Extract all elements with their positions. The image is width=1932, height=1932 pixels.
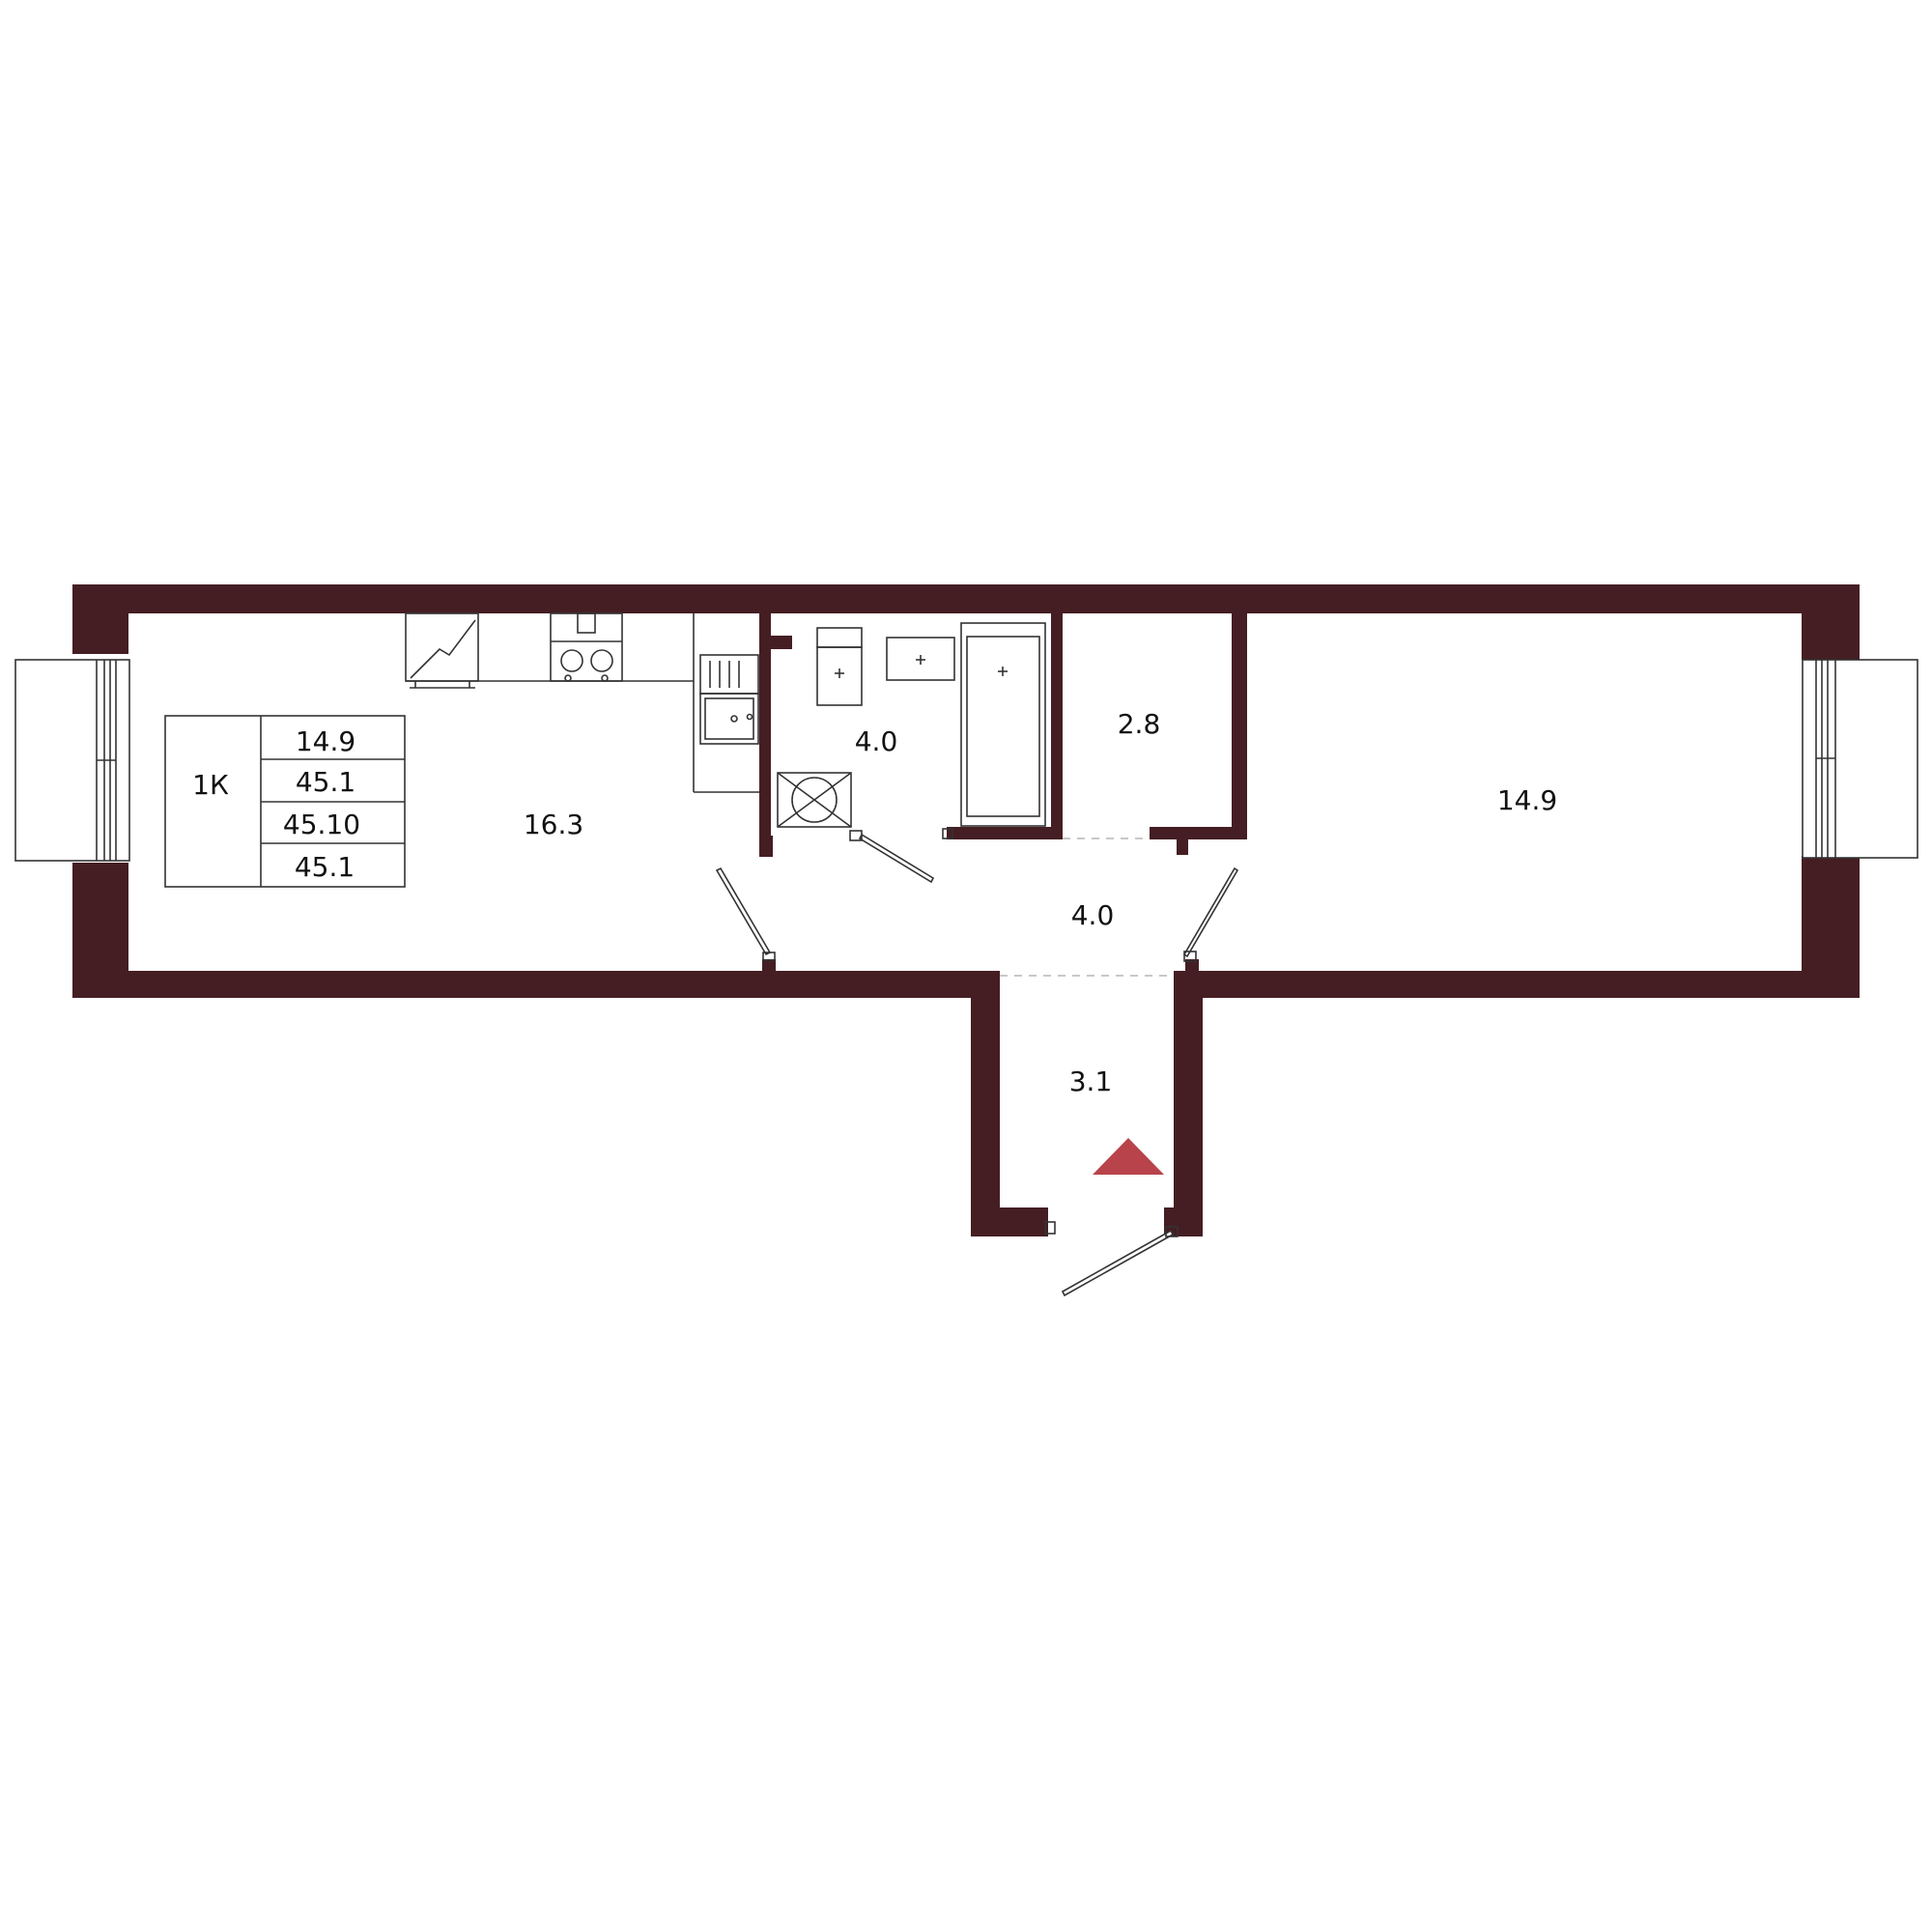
- room-area-hallway: 4.0: [1071, 899, 1115, 931]
- sink: [699, 654, 759, 745]
- summary-value-3: 45.10: [283, 809, 360, 840]
- fridge: [405, 612, 479, 689]
- summary-box: 1К 14.9 45.1 45.10 45.1: [164, 715, 406, 888]
- triangle-up-icon: [1093, 1138, 1164, 1175]
- door-storage-opening: [942, 828, 1150, 839]
- summary-value-4: 45.1: [295, 851, 355, 883]
- door-kitchen[interactable]: [715, 867, 776, 961]
- door-bedroom[interactable]: [1182, 867, 1239, 962]
- room-area-bedroom: 14.9: [1497, 784, 1557, 816]
- summary-value-1: 14.9: [296, 725, 355, 757]
- door-bathroom[interactable]: [849, 830, 935, 884]
- toilet: [816, 627, 863, 706]
- room-area-kitchen-living: 16.3: [524, 809, 583, 840]
- room-area-entry: 3.1: [1069, 1065, 1113, 1097]
- room-area-storage: 2.8: [1118, 708, 1161, 740]
- room-area-bathroom: 4.0: [855, 725, 898, 757]
- stove: [550, 612, 623, 682]
- window-left: [14, 659, 130, 862]
- summary-value-2: 45.1: [296, 766, 355, 798]
- walls: [72, 584, 1860, 1236]
- apartment-type-label: 1К: [192, 769, 229, 801]
- vent-cross-icon: [777, 772, 852, 828]
- washbasin: [886, 637, 955, 681]
- door-entrance[interactable]: [1044, 1221, 1179, 1297]
- window-right: [1802, 659, 1918, 859]
- kitchen-counter: [406, 613, 759, 793]
- bathtub: [960, 622, 1046, 827]
